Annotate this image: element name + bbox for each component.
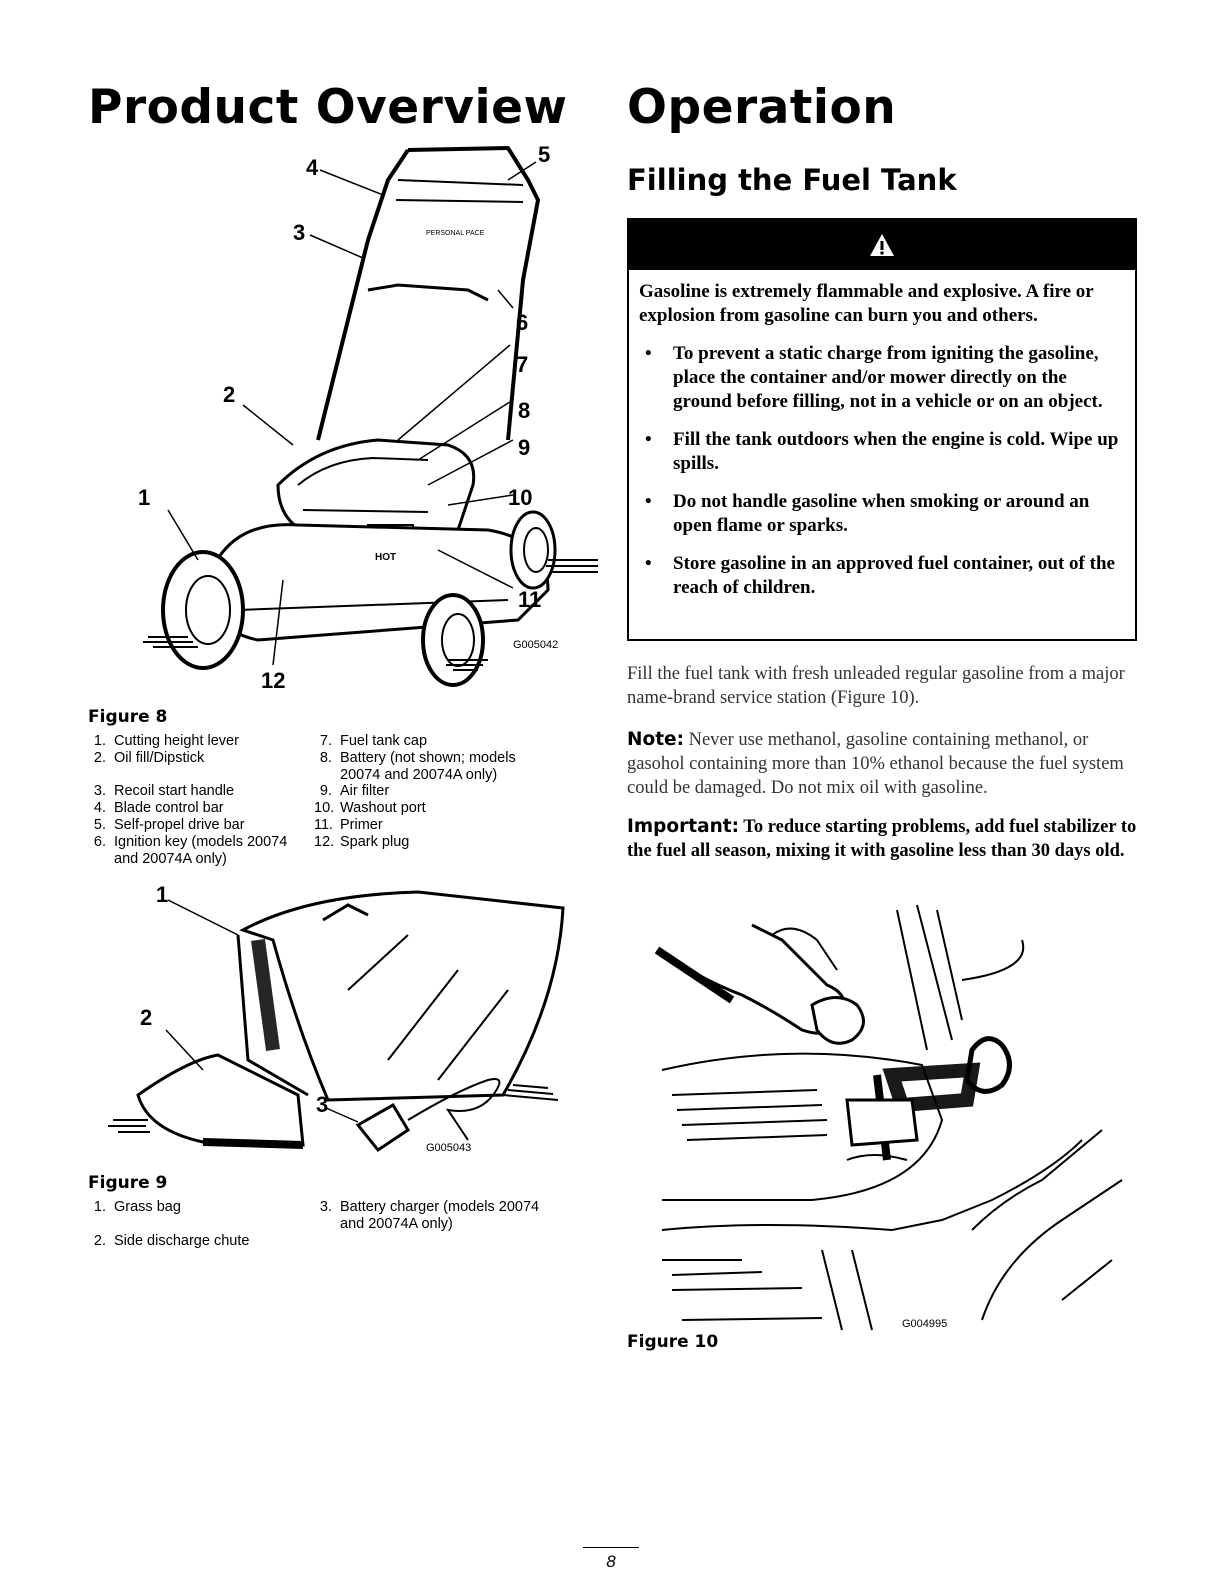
callout-1: 1 bbox=[156, 882, 168, 907]
callout-4: 4 bbox=[306, 155, 319, 180]
callout-3: 3 bbox=[316, 1092, 328, 1117]
callout-10: 10 bbox=[508, 485, 532, 510]
callout-5: 5 bbox=[538, 142, 550, 167]
callout-8: 8 bbox=[518, 398, 530, 423]
legend-item: 2.Oil fill/Dipstick bbox=[93, 750, 205, 766]
gasoline-warning-box: Gasoline is extremely flammable and expl… bbox=[627, 218, 1137, 641]
page-number: 8 bbox=[606, 1552, 616, 1571]
callout-2: 2 bbox=[223, 382, 235, 407]
callout-6: 6 bbox=[516, 310, 528, 335]
brand-label: PERSONAL PACE bbox=[426, 230, 485, 237]
warning-list: To prevent a static charge from igniting… bbox=[639, 342, 1123, 600]
callout-2: 2 bbox=[140, 1005, 152, 1030]
accessories-drawing: 1 2 3 G005043 bbox=[108, 882, 565, 1154]
operation-title: Operation bbox=[627, 80, 897, 135]
warning-triangle-icon bbox=[870, 234, 894, 256]
product-overview-title: Product Overview bbox=[88, 80, 568, 135]
warning-text: Gasoline is extremely flammable and expl… bbox=[629, 270, 1135, 600]
legend-item: 5.Self-propel drive bar bbox=[93, 817, 245, 833]
legend-item: 6.Ignition key (models 20074 and 20074A … bbox=[93, 834, 288, 867]
important-paragraph: Important: To reduce starting problems, … bbox=[627, 815, 1139, 863]
filling-fuel-tank-heading: Filling the Fuel Tank bbox=[627, 163, 957, 197]
legend-item: 12.Spark plug bbox=[314, 834, 410, 850]
note-lead: Note: bbox=[627, 729, 684, 750]
legend-item: 9.Air filter bbox=[319, 783, 390, 799]
callout-11: 11 bbox=[518, 587, 541, 612]
legend-item: 4.Blade control bar bbox=[93, 800, 224, 816]
callout-3: 3 bbox=[293, 220, 305, 245]
figure-9-caption: Figure 9 bbox=[88, 1173, 168, 1193]
figure-code: G005042 bbox=[513, 639, 558, 651]
legend-item: 3.Battery charger (models 20074 and 2007… bbox=[319, 1199, 540, 1232]
figure-10-caption: Figure 10 bbox=[627, 1332, 719, 1352]
warning-bullet: Fill the tank outdoors when the engine i… bbox=[639, 428, 1123, 476]
note-text: Never use methanol, gasoline containing … bbox=[627, 730, 1124, 798]
legend-item: 3.Recoil start handle bbox=[93, 783, 235, 799]
important-text: To reduce starting problems, add fuel st… bbox=[627, 817, 1137, 861]
important-lead: Important: bbox=[627, 816, 739, 837]
figure-code: G004995 bbox=[902, 1318, 947, 1330]
legend-item: 7.Fuel tank cap bbox=[319, 733, 428, 749]
callout-12: 12 bbox=[261, 668, 285, 693]
callout-7: 7 bbox=[516, 352, 528, 377]
warning-bullet: Do not handle gasoline when smoking or a… bbox=[639, 490, 1123, 538]
figure-8-caption: Figure 8 bbox=[88, 707, 168, 727]
page-number-rule bbox=[583, 1547, 639, 1548]
figure-code: G005043 bbox=[426, 1142, 471, 1154]
figure-10-fuel-filling-illustration: G004995 bbox=[642, 900, 1142, 1340]
legend-item: 8.Battery (not shown; models 20074 and 2… bbox=[319, 750, 516, 783]
legend-item: 1.Cutting height lever bbox=[93, 733, 239, 749]
hot-label: HOT bbox=[375, 552, 396, 563]
warning-bullet: Store gasoline in an approved fuel conta… bbox=[639, 552, 1123, 600]
callout-1: 1 bbox=[138, 485, 150, 510]
callout-9: 9 bbox=[518, 435, 530, 460]
note-paragraph: Note: Never use methanol, gasoline conta… bbox=[627, 728, 1139, 800]
figure-8-mower-illustration: 1 2 3 4 5 6 7 8 9 10 11 12 PERSONAL PACE… bbox=[128, 140, 598, 700]
legend-item: 11.Primer bbox=[314, 817, 383, 833]
legend-item: 10.Washout port bbox=[314, 800, 426, 816]
legend-item: 1.Grass bag bbox=[93, 1199, 181, 1215]
legend-item: 2.Side discharge chute bbox=[93, 1233, 250, 1249]
fuel-filling-drawing: G004995 bbox=[654, 904, 1123, 1331]
mower-drawing: 1 2 3 4 5 6 7 8 9 10 11 12 PERSONAL PACE… bbox=[138, 142, 598, 693]
warning-bullet: To prevent a static charge from igniting… bbox=[639, 342, 1123, 414]
figure-9-accessories-illustration: 1 2 3 G005043 bbox=[108, 880, 578, 1180]
fuel-instruction-paragraph: Fill the fuel tank with fresh unleaded r… bbox=[627, 664, 1125, 708]
warning-intro: Gasoline is extremely flammable and expl… bbox=[639, 281, 1094, 326]
warning-header-bar bbox=[629, 220, 1135, 270]
